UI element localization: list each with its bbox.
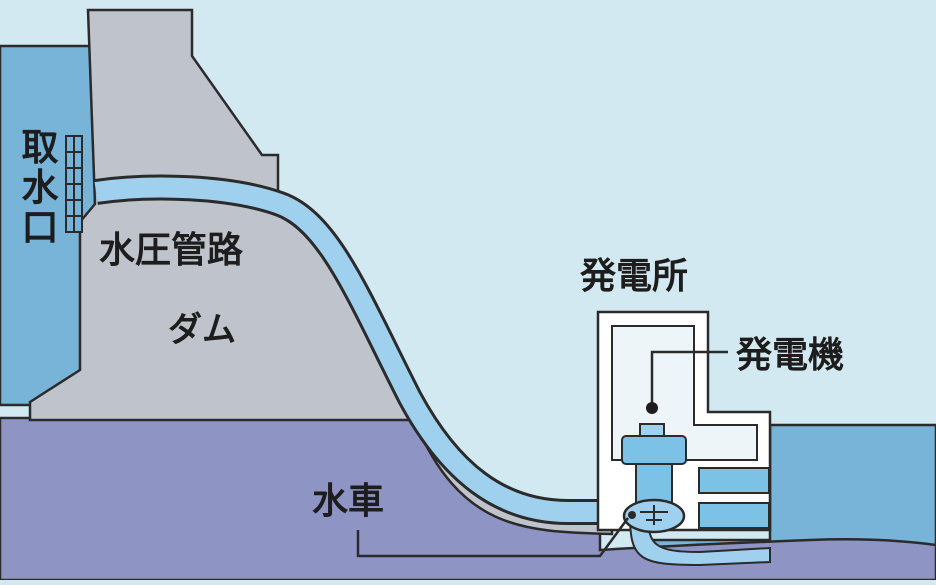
generator-leader-line <box>650 350 728 404</box>
plant-chamber-lower <box>698 502 770 529</box>
turbine-leader-line <box>356 517 630 558</box>
intake-grate <box>65 135 83 233</box>
turbine-hub <box>628 511 636 519</box>
penstock-water <box>94 177 620 522</box>
generator-shaft <box>635 463 673 505</box>
generator-leader-dot <box>646 402 658 414</box>
turbine-runner <box>640 505 668 525</box>
power-plant-label: 発電所 <box>580 256 689 297</box>
turbine-outlet <box>628 514 771 567</box>
turbine-label: 水車 <box>312 481 385 522</box>
intake-label: 取水口 <box>21 126 59 249</box>
generator-housing <box>621 435 687 465</box>
penstock-label: 水圧管路 <box>99 230 244 271</box>
generator-cap <box>639 423 665 437</box>
plant-chamber-upper <box>698 467 770 494</box>
generator-label: 発電機 <box>736 335 845 376</box>
generator-unit <box>621 423 687 505</box>
dam-label: ダム <box>168 310 236 350</box>
